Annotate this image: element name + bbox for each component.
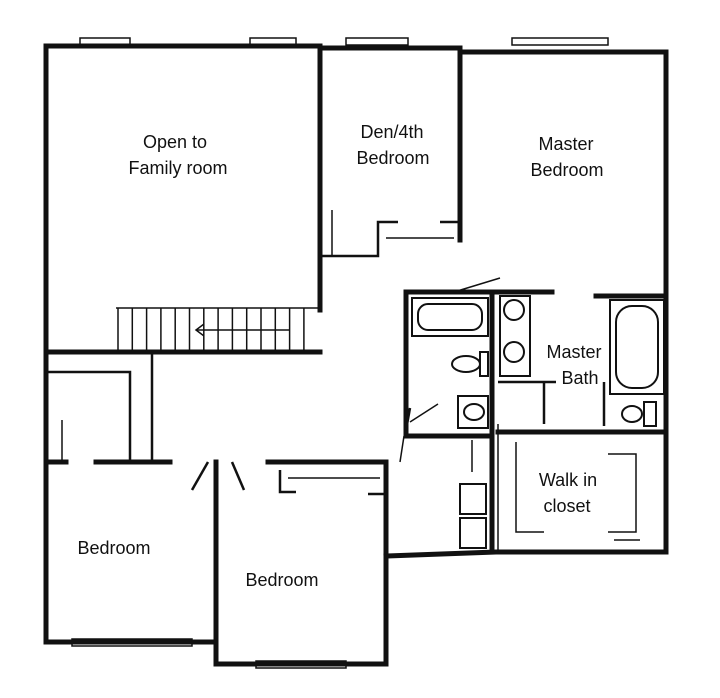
hall-bath-fixtures (411, 277, 501, 549)
room-walk-in-closet: Walk in closet (539, 470, 597, 516)
toilet-icon (621, 405, 643, 423)
svg-text:Bedroom: Bedroom (356, 148, 429, 168)
sink-icon (503, 341, 525, 363)
svg-text:Bedroom: Bedroom (77, 538, 150, 558)
staircase (116, 307, 318, 353)
svg-text:Master: Master (538, 134, 593, 154)
svg-text:Family room: Family room (128, 158, 227, 178)
windows-top (79, 37, 609, 46)
svg-text:Master: Master (546, 342, 601, 362)
master-bath-fixtures (499, 295, 665, 427)
svg-text:Bedroom: Bedroom (530, 160, 603, 180)
svg-text:Bath: Bath (561, 368, 598, 388)
sink-icon (503, 299, 525, 321)
svg-text:Den/4th: Den/4th (360, 122, 423, 142)
svg-text:closet: closet (543, 496, 590, 516)
svg-text:Bedroom: Bedroom (245, 570, 318, 590)
interior-walls (43, 43, 669, 555)
room-master-bedroom: Master Bedroom (530, 134, 603, 180)
room-master-bath: Master Bath (546, 342, 601, 388)
svg-text:Open to: Open to (143, 132, 207, 152)
room-den: Den/4th Bedroom (356, 122, 429, 168)
toilet-icon (451, 355, 481, 373)
svg-text:Walk in: Walk in (539, 470, 597, 490)
exterior-walls (43, 43, 669, 667)
room-open-to-family: Open to Family room (128, 132, 227, 178)
room-bedroom-left: Bedroom (77, 538, 150, 558)
room-bedroom-center: Bedroom (245, 570, 318, 590)
